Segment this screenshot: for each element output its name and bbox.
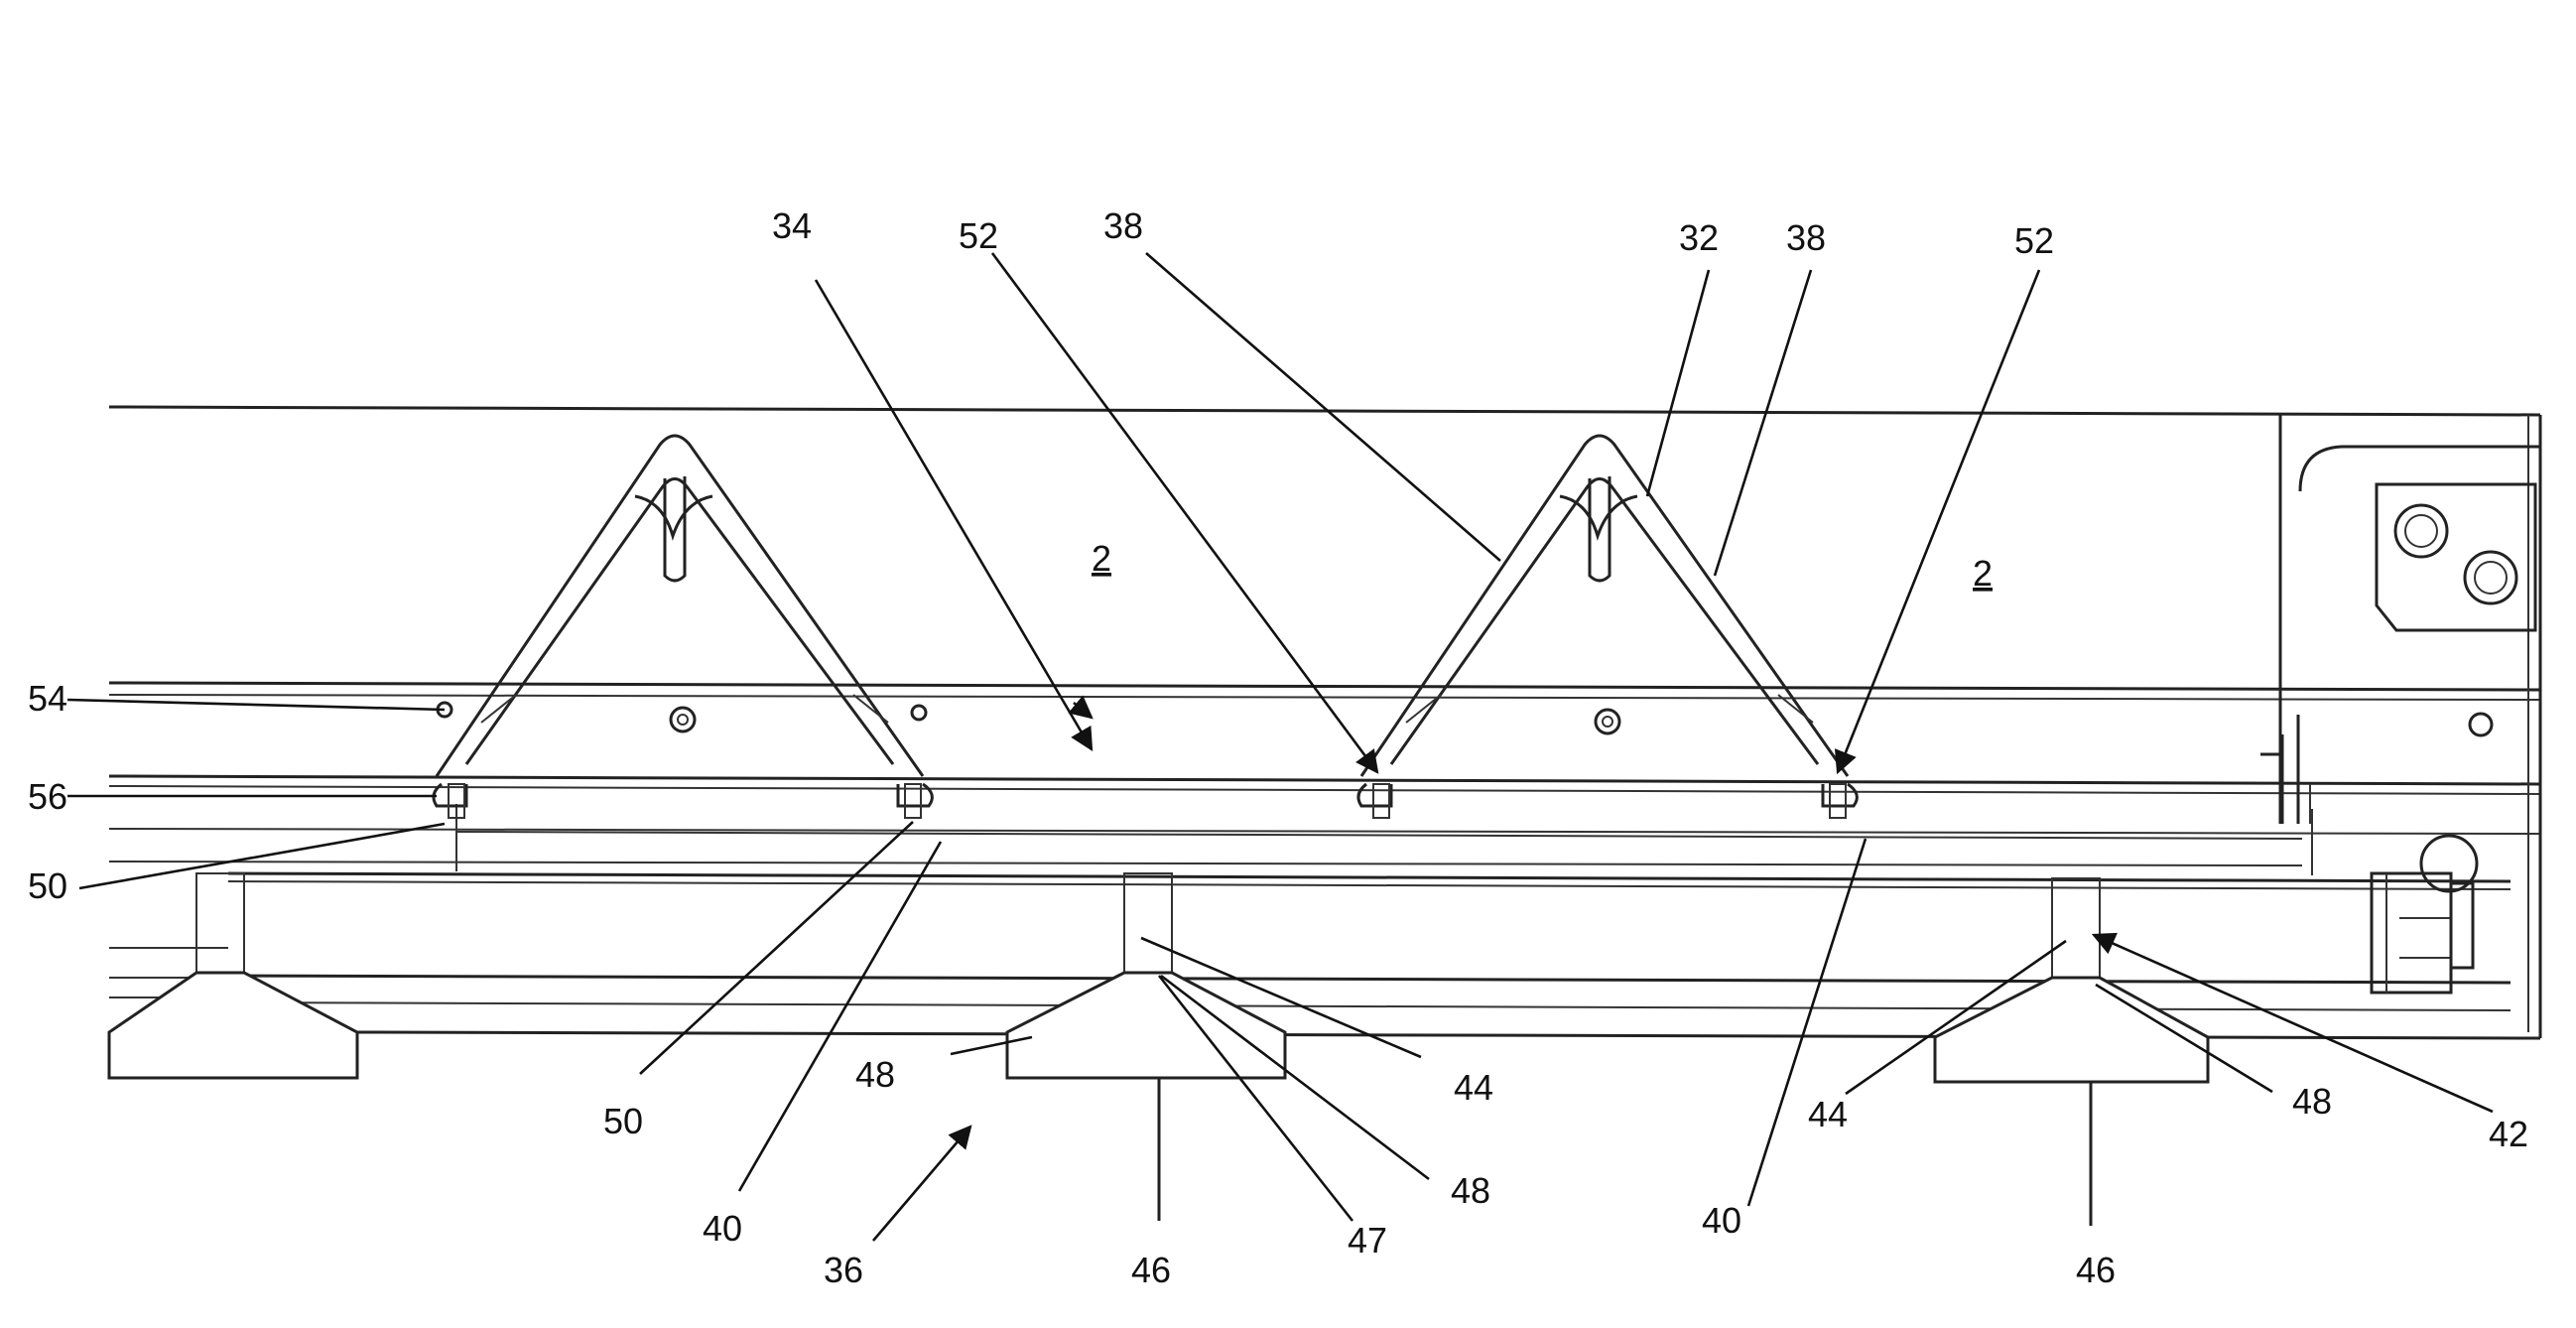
numeral-38: 38 bbox=[1786, 217, 1826, 258]
numeral-54: 54 bbox=[28, 678, 67, 719]
numeral-38: 38 bbox=[1103, 205, 1143, 246]
rail-bolts bbox=[671, 708, 1619, 733]
numeral-48: 48 bbox=[855, 1054, 895, 1095]
foot-middle bbox=[1007, 873, 1285, 1221]
numeral-40: 40 bbox=[1702, 1200, 1741, 1241]
numeral-2: 2 bbox=[1973, 553, 1993, 594]
support-bracket-left bbox=[434, 436, 932, 818]
end-bracket bbox=[2260, 415, 2540, 1038]
numeral-40: 40 bbox=[703, 1208, 742, 1249]
numeral-47: 47 bbox=[1348, 1220, 1387, 1261]
numeral-48: 48 bbox=[1451, 1170, 1490, 1211]
leader-lines bbox=[67, 253, 2493, 1241]
numeral-50: 50 bbox=[603, 1101, 643, 1141]
numeral-56: 56 bbox=[28, 776, 67, 817]
numeral-32: 32 bbox=[1679, 217, 1719, 258]
numeral-52: 52 bbox=[959, 215, 998, 256]
numeral-34: 34 bbox=[772, 205, 812, 246]
numeral-44: 44 bbox=[1454, 1067, 1493, 1108]
numeral-50: 50 bbox=[28, 865, 67, 906]
foot-right bbox=[1935, 878, 2208, 1226]
numeral-52: 52 bbox=[2014, 220, 2054, 261]
numeral-46: 46 bbox=[1131, 1250, 1171, 1290]
numeral-46: 46 bbox=[2076, 1250, 2116, 1290]
numeral-36: 36 bbox=[824, 1250, 863, 1290]
numeral-48: 48 bbox=[2292, 1081, 2332, 1122]
numeral-42: 42 bbox=[2489, 1114, 2528, 1154]
numeral-2: 2 bbox=[1092, 538, 1111, 579]
support-bracket-right bbox=[1358, 436, 1857, 818]
numeral-44: 44 bbox=[1808, 1094, 1848, 1134]
